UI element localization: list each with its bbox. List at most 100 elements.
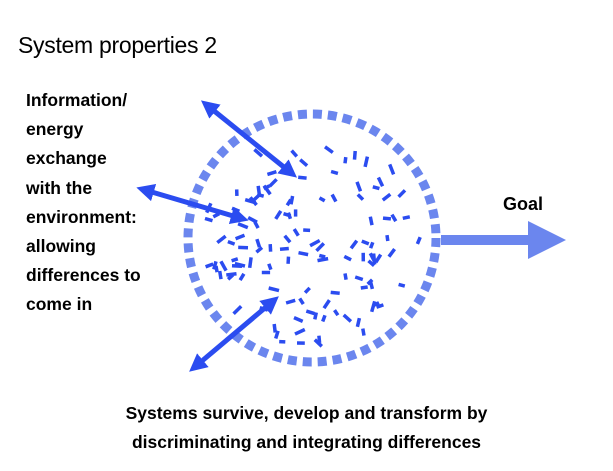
difference-dash — [388, 163, 396, 176]
difference-dash — [299, 158, 309, 168]
caption-line: discriminating and integrating differenc… — [131, 432, 482, 452]
difference-dash — [387, 248, 397, 258]
difference-dash — [290, 149, 299, 158]
difference-dash — [303, 286, 311, 294]
difference-dash — [292, 228, 300, 237]
difference-dash — [361, 239, 370, 246]
difference-dash — [204, 262, 214, 269]
difference-dash — [231, 264, 243, 269]
difference-dash — [367, 259, 376, 268]
exchange-line: allowing — [26, 236, 96, 257]
difference-dash — [283, 234, 292, 244]
difference-dash — [216, 234, 227, 244]
difference-dash — [397, 189, 407, 199]
goal-arrow-icon — [441, 221, 566, 259]
difference-dash — [382, 216, 392, 221]
exchange-line: Information/ — [26, 90, 128, 110]
difference-dash — [279, 246, 289, 252]
difference-dash — [285, 198, 293, 207]
difference-dash — [374, 253, 383, 264]
difference-dash — [285, 298, 296, 305]
difference-dash — [361, 328, 366, 336]
difference-dash — [313, 312, 319, 320]
difference-dash — [238, 272, 246, 282]
goal-label: Goal — [503, 194, 544, 214]
difference-dash — [317, 335, 322, 344]
difference-dash — [219, 260, 228, 272]
difference-dash — [231, 257, 239, 263]
difference-dash — [343, 273, 348, 281]
exchange-line: differences to — [26, 265, 141, 286]
exchange-description: Information/ energy exchange with the en… — [26, 86, 141, 320]
exchange-line: energy — [26, 119, 84, 140]
exchange-line: environment: — [26, 206, 137, 227]
difference-dash — [360, 285, 368, 290]
difference-dash — [381, 192, 392, 202]
difference-dash — [354, 275, 364, 282]
difference-dash — [368, 241, 375, 249]
difference-dash — [415, 236, 422, 245]
difference-dash — [204, 216, 213, 223]
caption-line: Systems survive, develop and transform b… — [125, 403, 488, 423]
difference-dash — [253, 220, 260, 229]
difference-dash — [237, 222, 249, 230]
difference-dash — [267, 263, 273, 271]
difference-dash — [355, 317, 362, 328]
difference-dash — [214, 265, 219, 273]
difference-dash — [322, 299, 331, 310]
difference-dash — [370, 300, 377, 313]
difference-dash — [366, 278, 374, 286]
internal-differences — [204, 145, 422, 348]
difference-dash — [247, 257, 253, 269]
difference-dash — [266, 170, 277, 177]
difference-dash — [294, 327, 306, 336]
difference-dash — [356, 193, 365, 201]
difference-dash — [272, 323, 277, 333]
difference-dash — [330, 193, 338, 203]
exchange-line: come in — [26, 294, 93, 315]
difference-dash — [234, 233, 246, 241]
difference-dash — [313, 338, 324, 348]
difference-dash — [274, 209, 283, 220]
difference-dash — [352, 150, 357, 160]
difference-dash — [305, 309, 315, 316]
system-boundary-icon — [183, 109, 441, 367]
difference-dash — [333, 309, 340, 317]
difference-dash — [226, 273, 235, 281]
difference-dash — [293, 315, 304, 324]
exchange-arrow-icon — [200, 100, 298, 178]
difference-dash — [343, 254, 352, 262]
difference-dash — [212, 260, 218, 270]
difference-dash — [318, 253, 326, 259]
difference-dash — [298, 297, 305, 306]
difference-dash — [318, 196, 326, 203]
difference-dash — [385, 234, 390, 242]
difference-dash — [368, 252, 377, 264]
difference-dash — [398, 282, 406, 288]
difference-dash — [330, 290, 340, 296]
slide-title: System properties 2 — [18, 32, 217, 58]
difference-dash — [231, 206, 241, 213]
difference-dash — [298, 175, 307, 180]
difference-dash — [268, 286, 280, 293]
exchange-line: exchange — [26, 148, 107, 169]
difference-dash — [330, 169, 339, 176]
difference-dash — [227, 239, 236, 246]
difference-dash — [390, 213, 398, 223]
difference-dash — [315, 242, 326, 253]
difference-dash — [376, 176, 385, 187]
difference-dash — [255, 238, 262, 248]
difference-dash — [355, 181, 363, 192]
difference-dash — [317, 256, 329, 263]
difference-dash — [309, 238, 321, 248]
difference-dash — [402, 215, 411, 221]
difference-dash — [262, 184, 271, 191]
difference-dash — [372, 185, 380, 191]
difference-dash — [363, 156, 370, 168]
difference-dash — [343, 156, 348, 164]
difference-dash — [256, 185, 262, 197]
exchange-line: with the — [26, 177, 93, 198]
exchange-arrow-icon — [189, 296, 279, 372]
difference-dash — [283, 212, 292, 218]
